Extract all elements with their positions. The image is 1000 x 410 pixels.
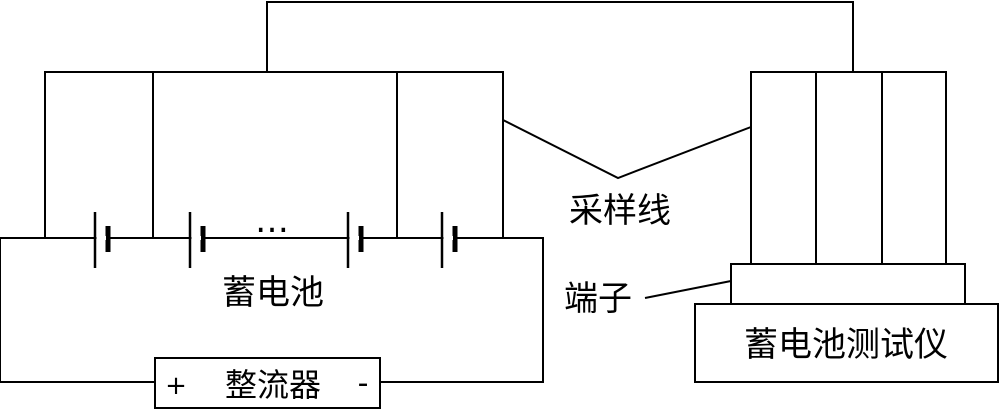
rectifier-box xyxy=(154,357,381,409)
sampling-connector xyxy=(750,71,947,265)
sampling-wire-label: 采样线 xyxy=(569,191,671,231)
battery-cell-2 xyxy=(188,212,206,268)
sampling-frame xyxy=(44,1,854,238)
terminal-label: 端子 xyxy=(564,279,632,319)
rectifier-minus-label: - xyxy=(358,366,369,401)
terminal-block xyxy=(730,263,966,305)
battery-cell-4 xyxy=(440,212,458,268)
rectifier-plus-label: + xyxy=(165,371,187,401)
tester-label: 蓄电池测试仪 xyxy=(744,325,948,365)
terminal-leader-line xyxy=(644,280,732,299)
battery-label: 蓄电池 xyxy=(222,273,324,313)
sampling-wire-lines xyxy=(502,119,752,180)
tester-box xyxy=(694,303,999,383)
tester-unit xyxy=(694,71,999,383)
ellipsis-label: … xyxy=(255,201,289,241)
battery-cell-3 xyxy=(346,212,364,268)
battery-cells xyxy=(93,212,458,268)
battery-cell-1 xyxy=(93,212,111,268)
rectifier-label: 整流器 xyxy=(225,366,321,404)
charging-loop xyxy=(0,237,544,383)
